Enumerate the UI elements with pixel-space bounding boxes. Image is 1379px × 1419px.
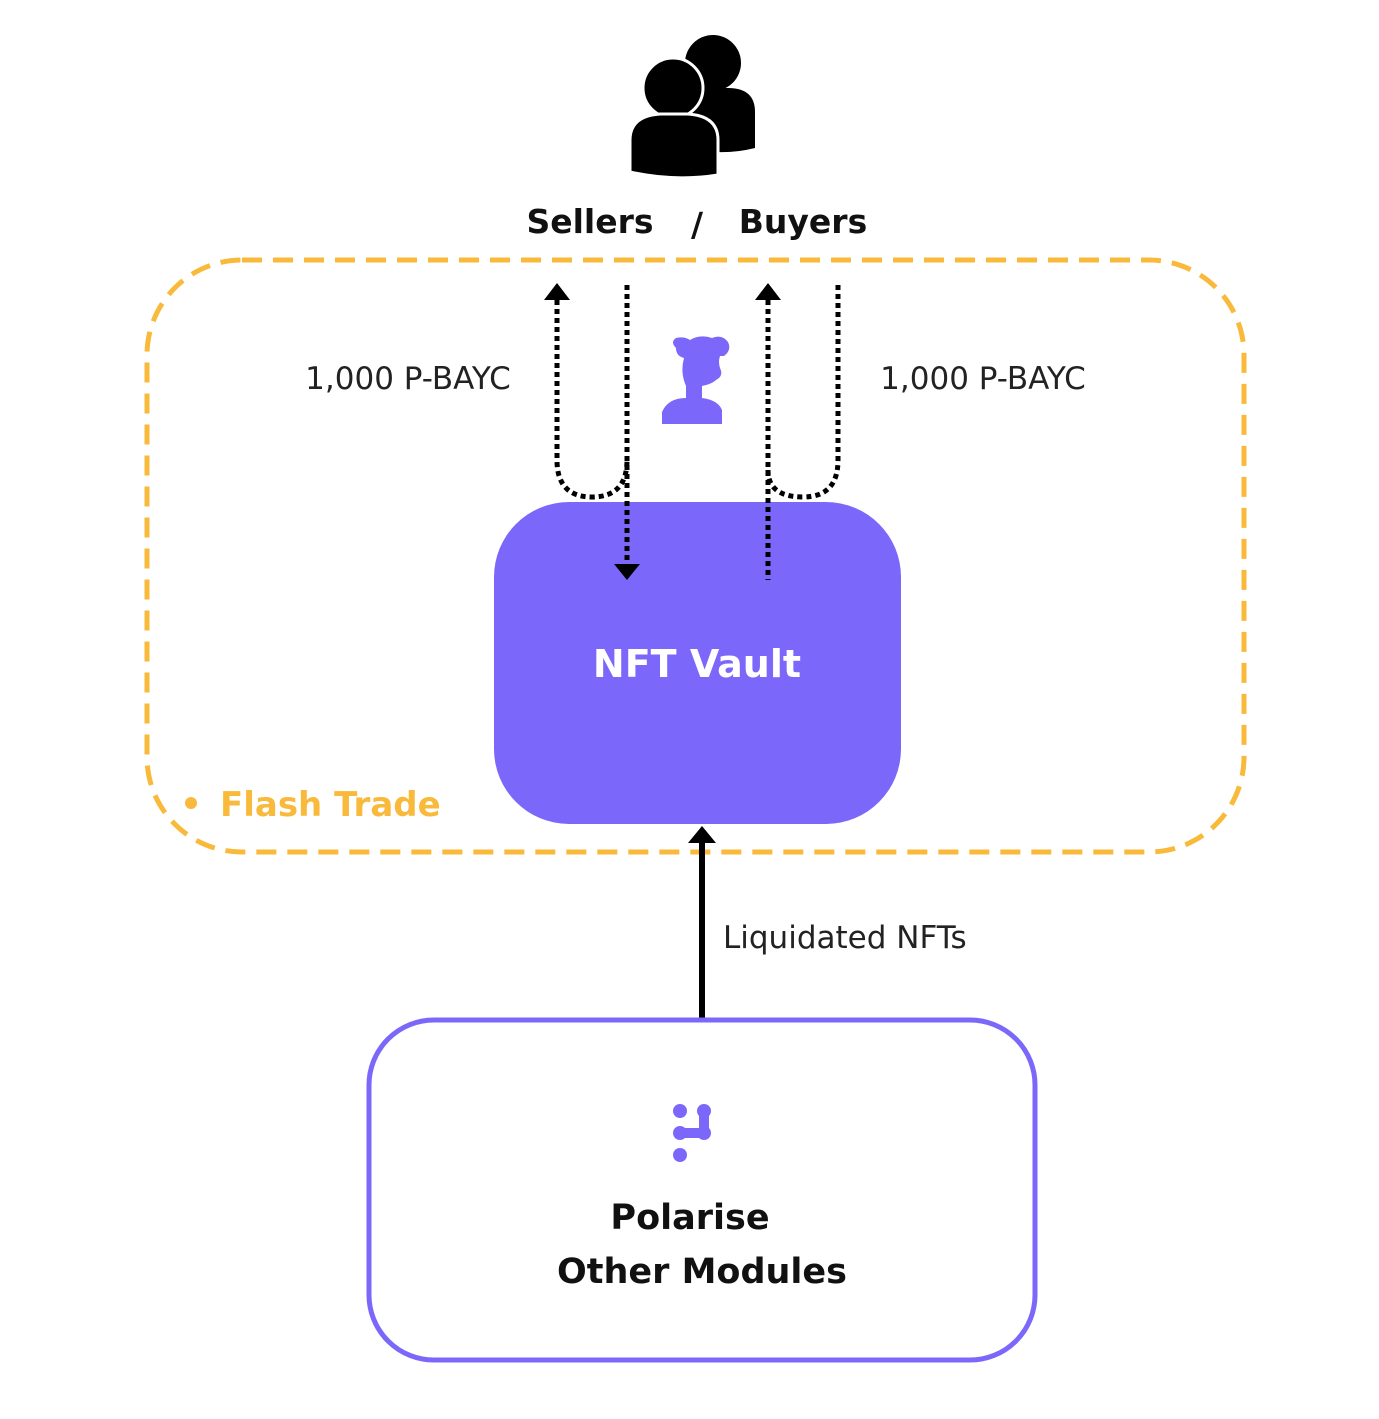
nft-vault-box [494, 502, 901, 824]
sellers-label: Sellers [526, 202, 653, 241]
buyers-label: Buyers [739, 202, 867, 241]
seller-return-path [554, 300, 630, 500]
liquidated-arrow-head-icon [688, 826, 716, 843]
buyer-flow [755, 283, 841, 580]
buyer-return-path [765, 285, 841, 500]
polarise-box [366, 1017, 1038, 1363]
ape-nft-icon [662, 336, 730, 424]
polarise-title: Polarise [610, 1198, 769, 1238]
seller-flow [544, 283, 640, 580]
buyer-up-arrow-icon [755, 283, 781, 300]
seller-down-arrow-icon [614, 564, 640, 580]
flash-trade-bullet-icon [185, 797, 197, 809]
seller-up-arrow-icon [544, 283, 570, 300]
polarise-subtitle: Other Modules [557, 1252, 847, 1292]
polarise-logo-icon [673, 1104, 711, 1162]
separator-label: / [691, 205, 704, 244]
flash-trade-boundary [144, 257, 1247, 855]
users-icon [628, 35, 755, 180]
right-amount-label: 1,000 P-BAYC [880, 361, 1086, 397]
liquidated-label: Liquidated NFTs [723, 920, 967, 956]
nft-vault-label: NFT Vault [593, 642, 801, 686]
left-amount-label: 1,000 P-BAYC [305, 361, 511, 397]
flash-trade-label: Flash Trade [220, 785, 441, 825]
